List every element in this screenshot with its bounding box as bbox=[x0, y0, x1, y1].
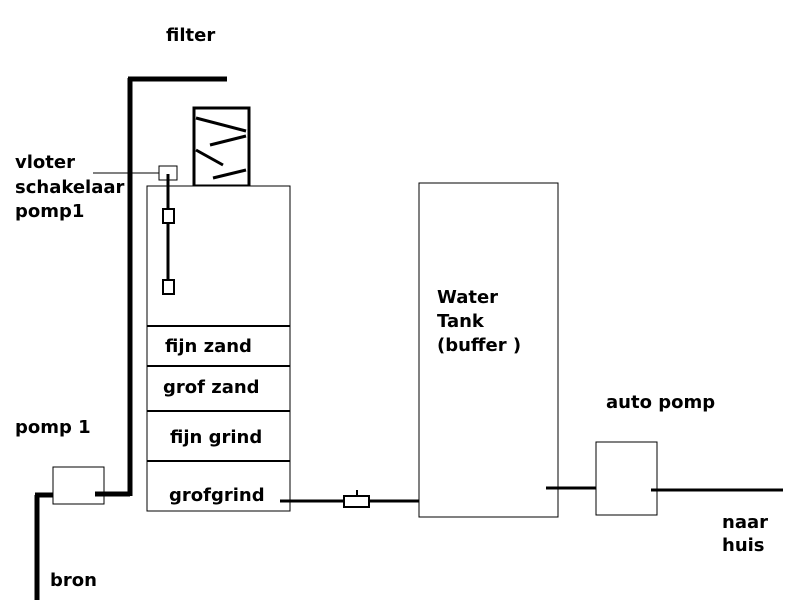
filter-lamella bbox=[212, 168, 247, 180]
water-tank bbox=[418, 182, 559, 518]
inline-valve bbox=[343, 495, 370, 508]
to-house-label-2: huis bbox=[722, 535, 765, 556]
float-switch-label-3: pomp1 bbox=[15, 201, 84, 222]
float-switch-label-2: schakelaar bbox=[15, 177, 125, 198]
layer-label-coarse-sand: grof zand bbox=[163, 377, 260, 398]
filter-lamella bbox=[195, 148, 224, 167]
filter-lamella bbox=[209, 134, 247, 147]
float-lower bbox=[162, 279, 175, 295]
float-upper bbox=[162, 208, 175, 224]
filter-lamella bbox=[195, 116, 247, 133]
tank-label-2: Tank bbox=[437, 311, 485, 332]
tank-label-1: Water bbox=[437, 287, 498, 308]
filter-label: filter bbox=[166, 25, 215, 46]
layer-label-fine-gravel: fijn grind bbox=[170, 427, 262, 448]
filter-column bbox=[146, 185, 291, 512]
auto-pump-label: auto pomp bbox=[606, 392, 715, 413]
tank-label-3: (buffer ) bbox=[437, 335, 521, 356]
pump1-box bbox=[52, 466, 105, 505]
float-switch-label-1: vloter bbox=[15, 152, 75, 173]
to-house-label-1: naar bbox=[722, 512, 768, 533]
layer-label-fine-sand: fijn zand bbox=[165, 336, 252, 357]
auto-pump-box bbox=[595, 441, 658, 516]
layer-label-coarse-gravel: grofgrind bbox=[169, 485, 265, 506]
source-label: bron bbox=[50, 570, 97, 591]
pump1-label: pomp 1 bbox=[15, 417, 91, 438]
